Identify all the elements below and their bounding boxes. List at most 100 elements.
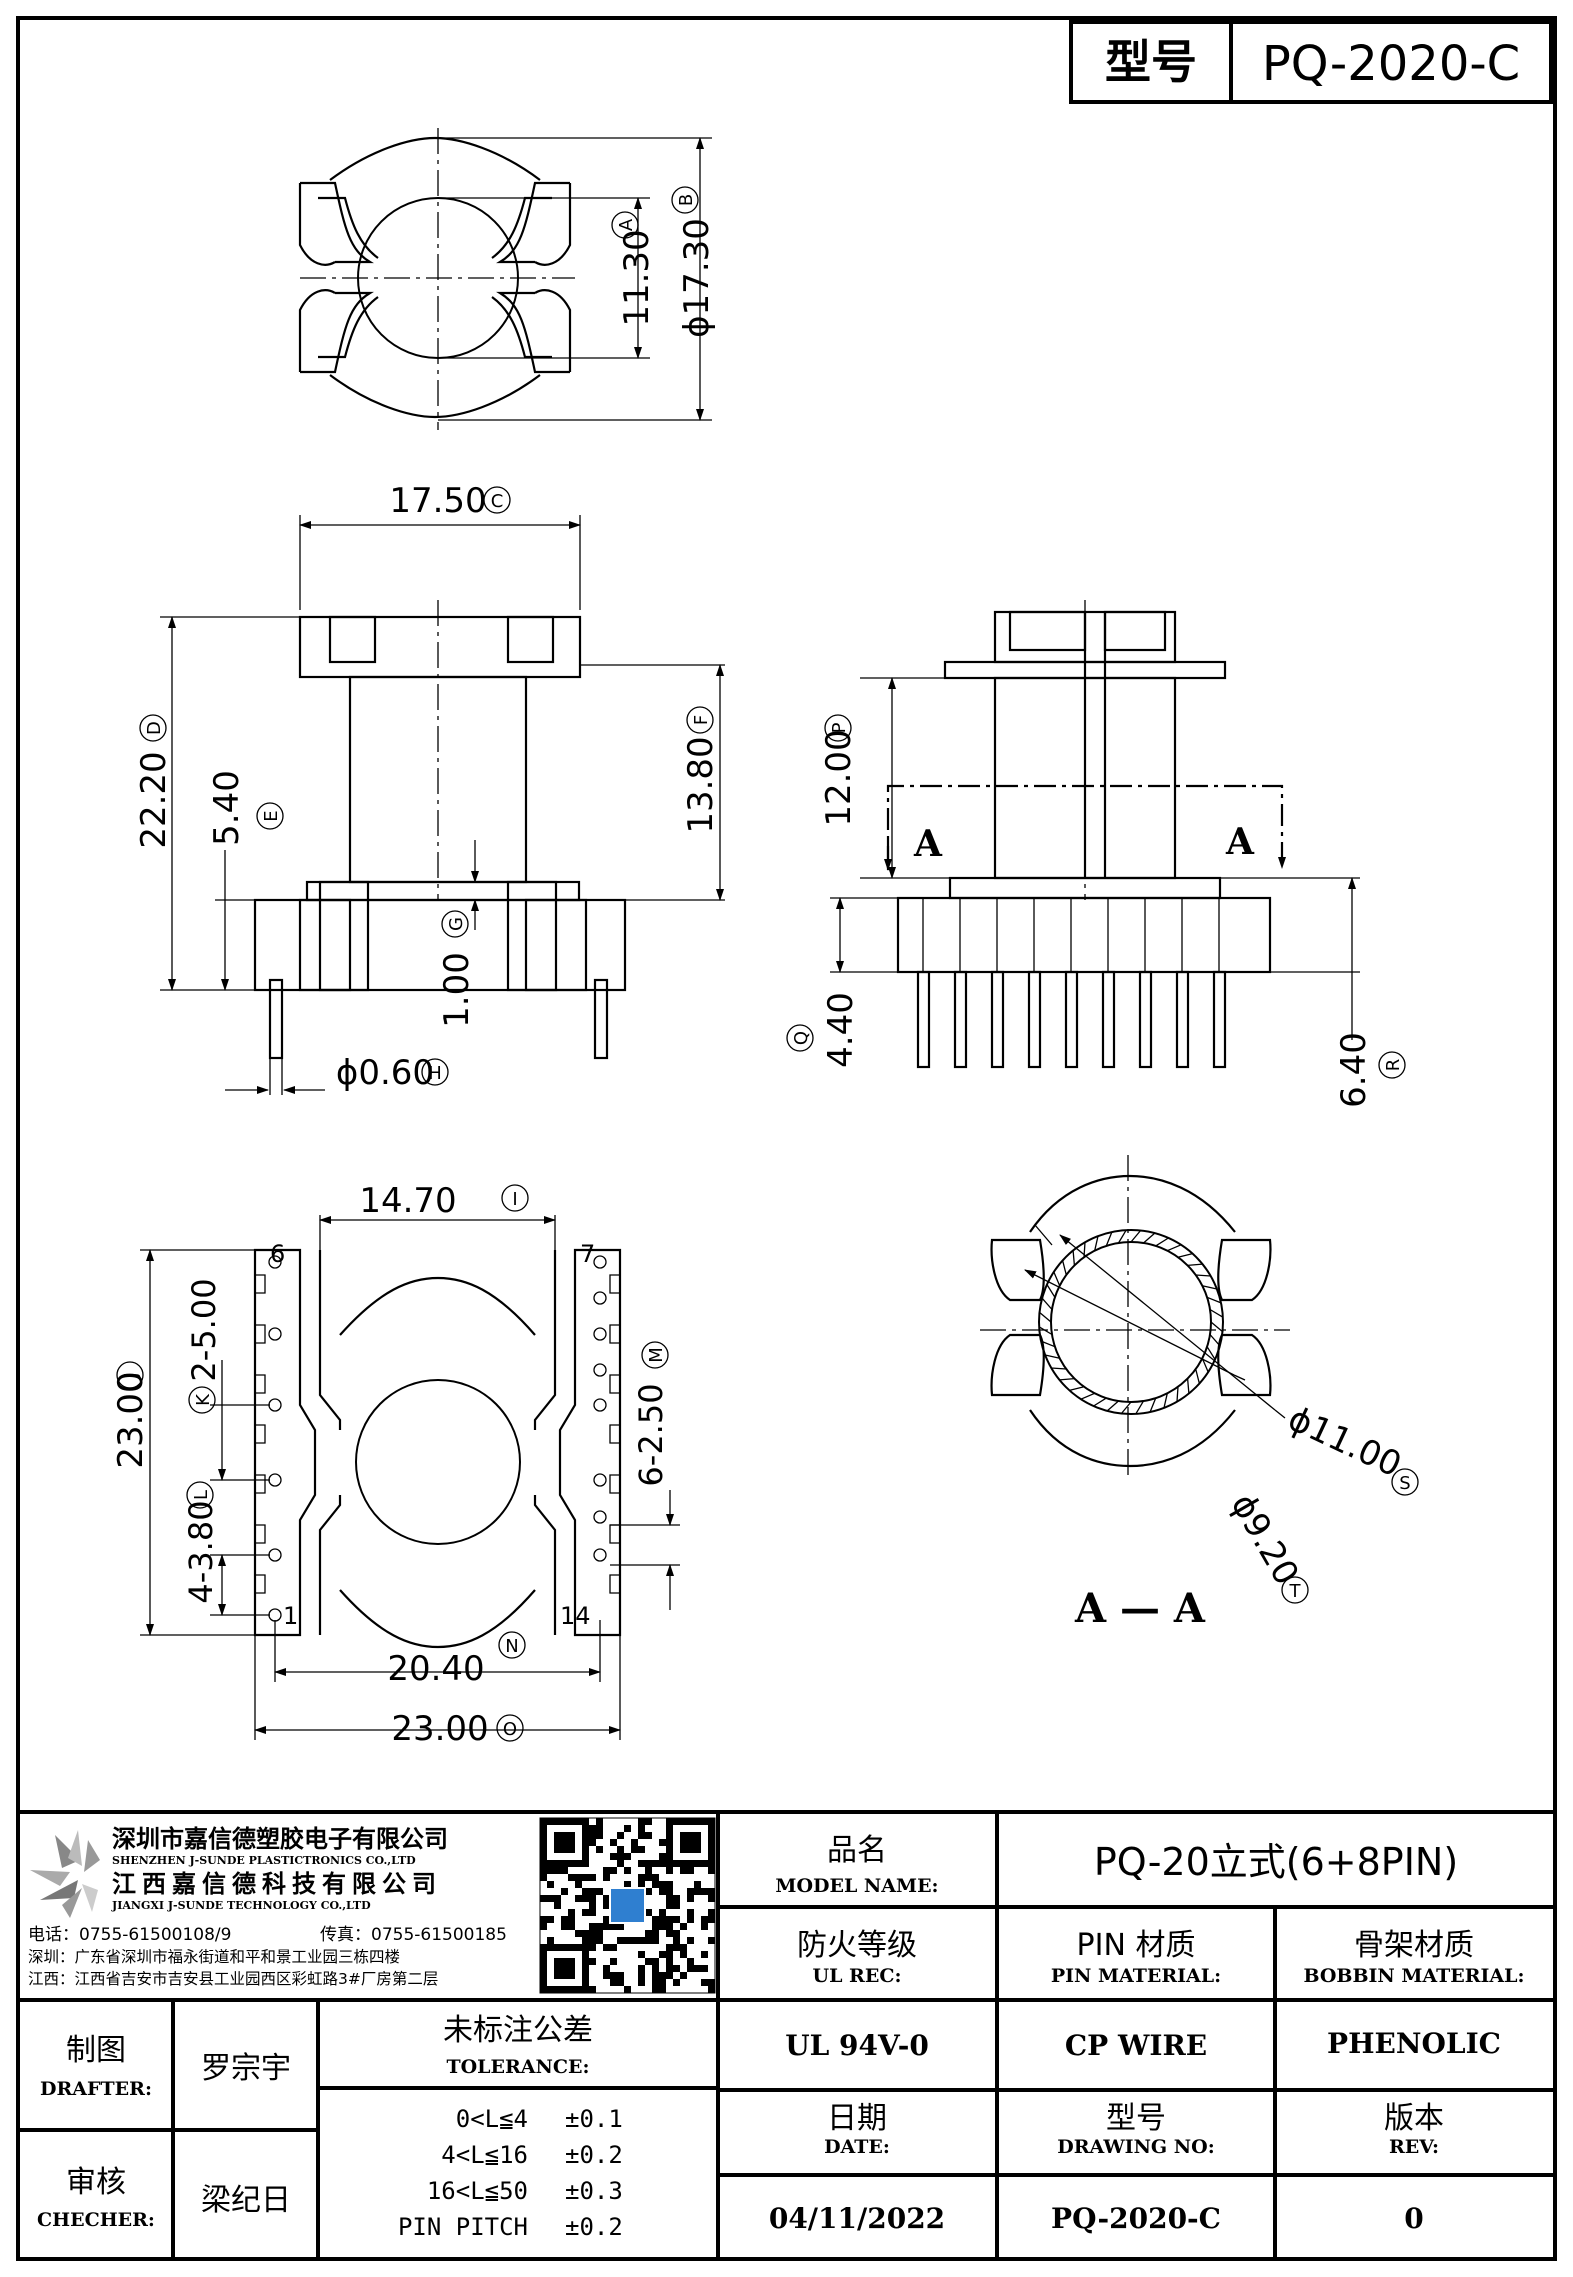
marker-N: N — [498, 1631, 526, 1659]
checker-value: 梁纪日 — [201, 2183, 291, 2218]
drafter-cn: 制图 — [66, 2033, 126, 2068]
edge-notch — [609, 1274, 620, 1294]
pin-hole — [268, 1327, 282, 1341]
model-name-en: MODEL NAME: — [775, 1875, 938, 1897]
pin-hole — [593, 1548, 607, 1562]
edge-notch — [609, 1324, 620, 1344]
tolerance-range: PIN PITCH — [398, 2213, 528, 2241]
edge-notch — [255, 1324, 266, 1344]
pin-hole — [593, 1291, 607, 1305]
svg-text:L: L — [191, 1490, 212, 1500]
top-view — [298, 128, 712, 430]
pin-material-value: CP WIRE — [1065, 2029, 1207, 2062]
hatch-line — [1176, 1386, 1179, 1402]
dim-P: 12.00 — [819, 729, 859, 826]
dim-M: 6-2.50 — [632, 1383, 670, 1486]
tolerance-value: ±0.3 — [565, 2177, 623, 2205]
marker-M: M — [641, 1341, 669, 1369]
pin-hole — [593, 1510, 607, 1524]
dim-O: 23.00 — [391, 1709, 488, 1749]
marker-P: P — [824, 714, 852, 742]
hatch-line — [1117, 1229, 1127, 1244]
svg-text:F: F — [691, 715, 712, 725]
side-view-pins — [916, 898, 1227, 1069]
hatch-line — [1206, 1346, 1216, 1360]
marker-L: L — [186, 1481, 214, 1509]
tolerance-value: ±0.1 — [565, 2105, 623, 2133]
pin-hole — [268, 1473, 282, 1487]
hatch-line — [1201, 1358, 1209, 1373]
marker-B: B — [671, 186, 699, 214]
edge-notch — [255, 1574, 266, 1594]
hatch-line — [1080, 1392, 1095, 1400]
pin-hole — [593, 1398, 607, 1412]
dim-Q: 4.40 — [821, 992, 861, 1068]
hatch-line — [1044, 1354, 1060, 1359]
model-name-value: PQ-20立式(6+8PIN) — [1094, 1840, 1458, 1884]
rev-en: REV: — [1389, 2136, 1439, 2158]
pin-hole — [593, 1363, 607, 1377]
pin — [916, 970, 931, 1069]
bottom-view-pins — [255, 1255, 620, 1622]
ul-cn: 防火等级 — [797, 1928, 917, 1963]
marker-F: F — [686, 706, 714, 734]
hatch-line — [1209, 1308, 1224, 1318]
edge-notch — [609, 1474, 620, 1494]
tolerance-range: 16<L≦50 — [427, 2177, 528, 2205]
hatch-line — [1041, 1297, 1053, 1310]
pin — [1064, 970, 1079, 1069]
marker-G: G — [441, 910, 469, 938]
header-model-value: PQ-2020-C — [1262, 36, 1520, 92]
marker-E: E — [256, 802, 284, 830]
bottom-view — [140, 1215, 680, 1740]
edge-notch — [609, 1524, 620, 1544]
hatch-line — [1106, 1400, 1119, 1412]
hatch-line — [1206, 1296, 1222, 1304]
pin-label-1: 1 — [283, 1602, 298, 1630]
header-box: 型号 PQ-2020-C — [1069, 20, 1553, 104]
pin-label-7: 7 — [580, 1240, 595, 1268]
pin-hole — [268, 1548, 282, 1562]
dim-H: ϕ0.60 — [336, 1053, 434, 1093]
pin — [1175, 970, 1190, 1069]
pin — [1101, 970, 1116, 1069]
company-tel: 电话：0755-61500108/9 — [28, 1925, 231, 1945]
edge-notch — [609, 1574, 620, 1594]
marker-I: I — [501, 1184, 529, 1212]
svg-text:R: R — [1383, 1059, 1404, 1072]
hatch-line — [1046, 1284, 1056, 1298]
hatch-line — [1130, 1230, 1142, 1243]
pin-label-6: 6 — [270, 1240, 285, 1268]
svg-text:M: M — [646, 1347, 667, 1363]
hatch-line — [1177, 1252, 1193, 1258]
pin — [1138, 970, 1153, 1069]
model-name-cn: 品名 — [827, 1833, 887, 1868]
hatch-line — [1094, 1235, 1099, 1251]
company-logo — [30, 1830, 100, 1918]
company-fax: 传真：0755-61500185 — [320, 1925, 507, 1945]
title-block — [18, 1810, 1555, 2259]
dim-I: 14.70 — [359, 1181, 456, 1221]
marker-T: T — [1281, 1576, 1309, 1604]
company-name-en: SHENZHEN J-SUNDE PLASTICTRONICS CO.,LTD — [112, 1854, 416, 1867]
hatch-line — [1039, 1311, 1052, 1323]
svg-text:Q: Q — [791, 1031, 812, 1045]
rev-cn: 版本 — [1384, 2101, 1444, 2136]
hatch-line — [1209, 1334, 1221, 1347]
hatch-line — [1155, 1237, 1169, 1247]
hatch-line — [1202, 1285, 1218, 1290]
dim-A: 11.30 — [617, 229, 657, 326]
sheet-border — [16, 16, 1557, 2261]
hatch-line — [1143, 1232, 1156, 1244]
drafter-value: 罗宗宇 — [201, 2051, 291, 2086]
company-addr-sz: 深圳：广东省深圳市福永街道和平和景工业园三栋四楼 — [28, 1948, 400, 1966]
pin-hole — [593, 1473, 607, 1487]
tolerance-value: ±0.2 — [565, 2141, 623, 2169]
edge-notch — [255, 1424, 266, 1444]
svg-text:T: T — [1289, 1581, 1302, 1602]
svg-text:P: P — [829, 722, 850, 733]
svg-text:S: S — [1399, 1473, 1410, 1494]
svg-text:N: N — [505, 1636, 518, 1657]
tolerance-en: TOLERANCE: — [446, 2056, 589, 2078]
tolerance-list: 0<L≦4 ±0.1 4<L≦16 ±0.2 16<L≦50 ±0.3 PIN … — [398, 2105, 623, 2241]
